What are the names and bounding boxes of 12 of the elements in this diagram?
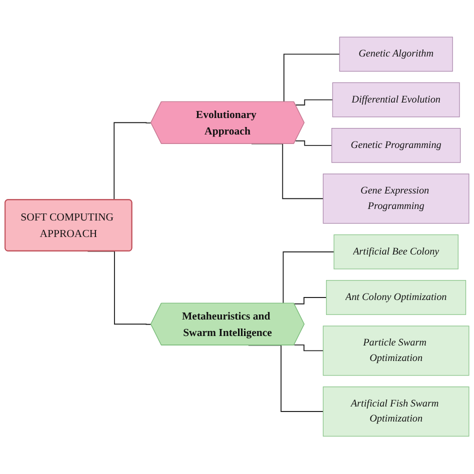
node-box: Gene Expression Programming: [322, 174, 470, 224]
connector: [294, 344, 324, 352]
node-box: Artificial Fish Swarm Optimization: [322, 386, 470, 437]
node-box: Ant Colony Optimization: [326, 280, 466, 316]
node-box: Differential Evolution: [332, 82, 460, 118]
connector: [294, 297, 327, 305]
connector: [295, 140, 332, 146]
node-box: Genetic Programming: [331, 128, 461, 164]
connector: [295, 100, 334, 106]
node-box: Genetic Algorithm: [339, 37, 453, 72]
node-box: Artificial Bee Colony: [334, 234, 458, 270]
node-box: Particle Swarm Optimization: [322, 326, 470, 376]
